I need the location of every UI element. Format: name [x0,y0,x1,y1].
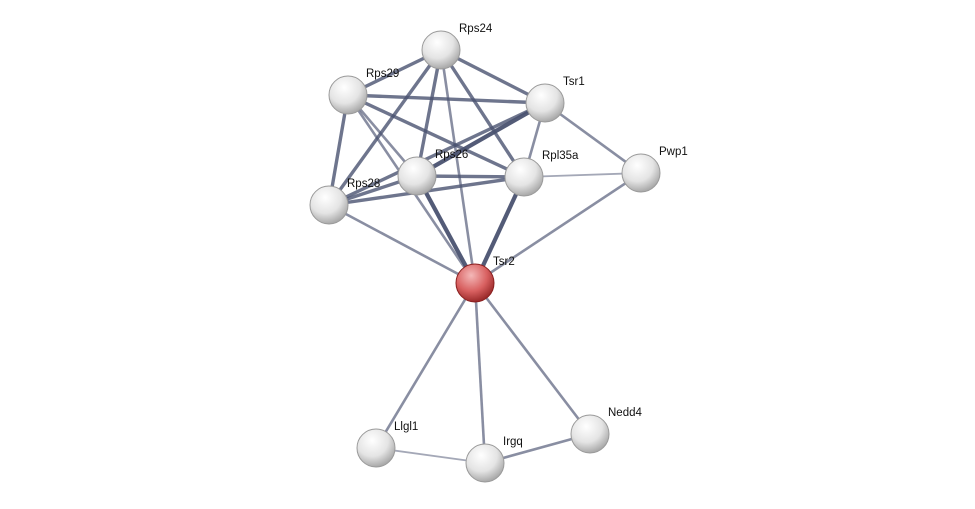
node-pwp1[interactable]: Pwp1 [621,146,688,193]
node-circle[interactable] [421,30,461,70]
node-circle[interactable] [309,185,349,225]
edges-layer [327,48,642,465]
node-label: Pwp1 [659,146,688,158]
node-tsr1[interactable]: Tsr1 [525,76,585,123]
edge-rps24-rps28[interactable] [327,49,443,206]
node-label: Irgq [503,436,523,448]
edge-tsr1-rps26[interactable] [415,101,547,178]
edge-tsr1-pwp1[interactable] [544,101,642,175]
node-rps28[interactable]: Rps28 [309,178,380,225]
node-label: Tsr1 [563,76,585,88]
node-irgq[interactable]: Irgq [465,436,523,483]
node-circle[interactable] [621,153,661,193]
edge-rps24-rps26[interactable] [415,49,443,177]
node-circle[interactable] [356,428,396,468]
node-tsr2[interactable]: Tsr2 [455,256,515,303]
node-rps24[interactable]: Rps24 [421,23,493,70]
edge-tsr2-llgl1[interactable] [374,282,477,449]
node-label: Rpl35a [542,150,579,162]
edge-tsr1-rps28[interactable] [328,101,546,207]
edge-tsr2-irgq[interactable] [473,282,487,464]
edge-pwp1-tsr2[interactable] [474,171,642,285]
node-circle[interactable] [504,157,544,197]
edge-rps24-rpl35a[interactable] [439,49,526,178]
edge-rps24-tsr2[interactable] [439,49,477,284]
edge-rps29-tsr1[interactable] [347,93,546,105]
node-circle[interactable] [525,83,565,123]
node-nedd4[interactable]: Nedd4 [570,407,642,454]
edge-tsr2-nedd4[interactable] [473,282,592,435]
node-rpl35a[interactable]: Rpl35a [504,150,579,197]
node-label: Rps24 [459,23,493,35]
edge-rps26-tsr2[interactable] [415,174,477,285]
edge-rpl35a-pwp1[interactable] [523,172,642,178]
node-label: Rps28 [347,178,380,190]
node-circle[interactable] [328,75,368,115]
node-rps26[interactable]: Rps26 [397,149,468,196]
node-rps29[interactable]: Rps29 [328,68,399,115]
node-label: Tsr2 [493,256,515,268]
node-label: Nedd4 [608,407,642,419]
node-circle[interactable] [397,156,437,196]
edge-rps29-rpl35a[interactable] [347,93,525,179]
node-circle[interactable] [570,414,610,454]
node-label: Rps26 [435,149,468,161]
node-llgl1[interactable]: Llgl1 [356,421,418,468]
node-circle[interactable] [465,443,505,483]
node-circle[interactable] [455,263,495,303]
node-label: Llgl1 [394,421,418,433]
node-label: Rps29 [366,68,399,80]
edge-rps28-tsr2[interactable] [328,203,476,285]
